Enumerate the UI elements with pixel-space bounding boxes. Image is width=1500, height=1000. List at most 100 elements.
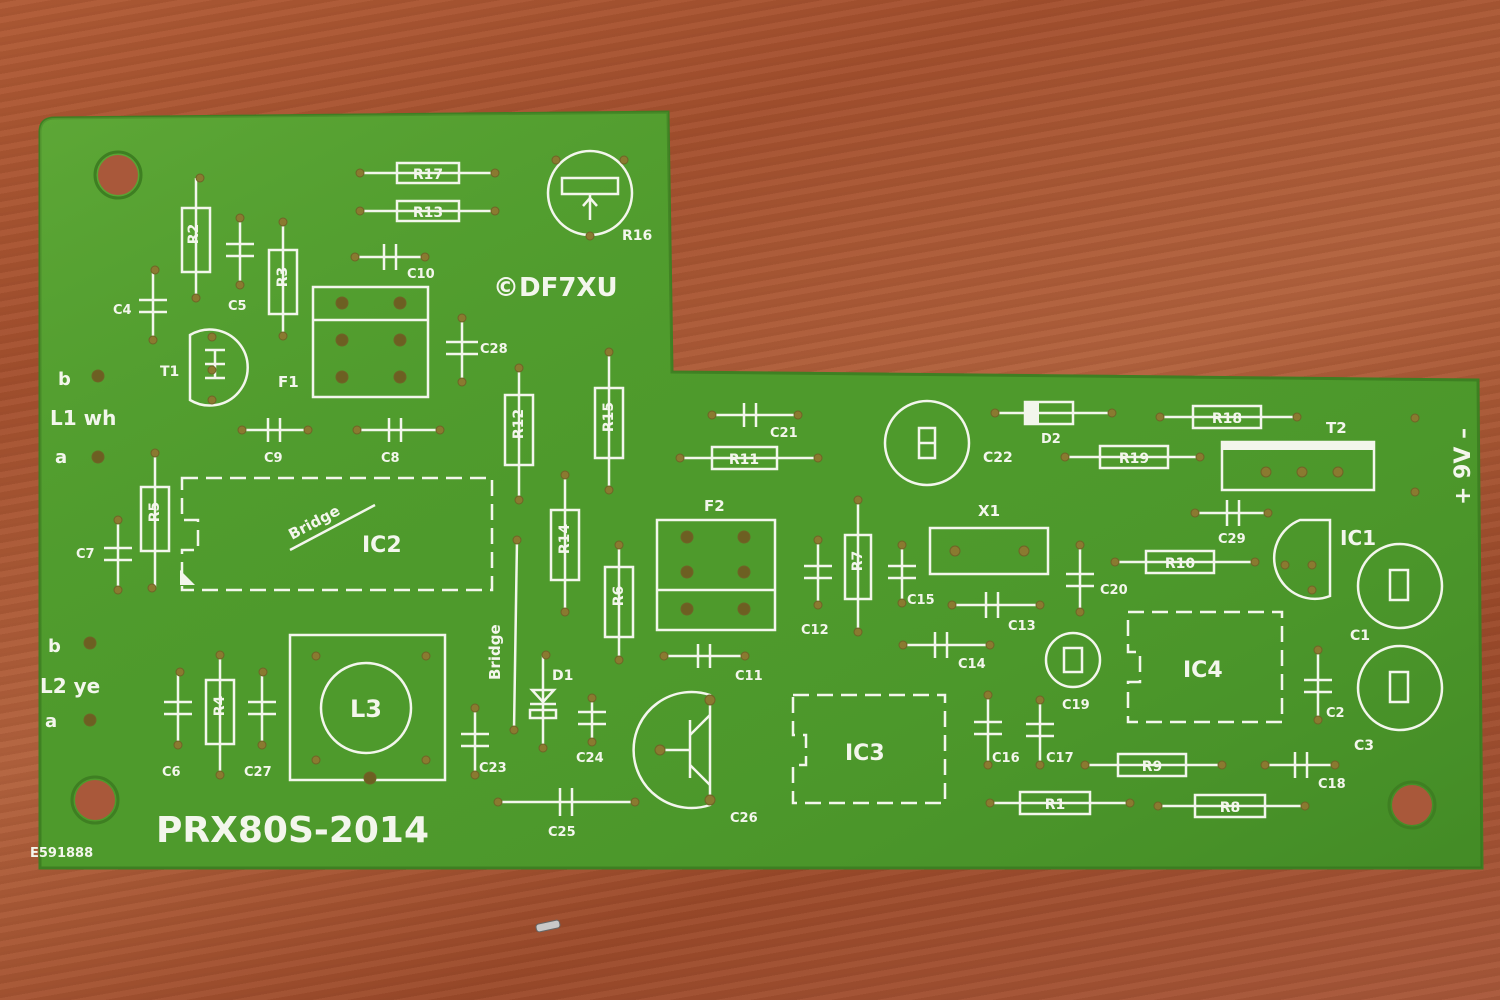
capacitor-c29: C29 xyxy=(1190,500,1273,547)
capacitor-c23: C23 xyxy=(461,703,507,780)
ic3-footprint: IC3 xyxy=(791,693,947,805)
resistor-r18: R18 xyxy=(1155,404,1302,430)
bridge-wire-2: Bridge xyxy=(486,535,522,735)
connector-l1: b L1 wh a xyxy=(50,369,116,468)
label-c9: C9 xyxy=(264,451,283,466)
label-l3: L3 xyxy=(350,695,382,723)
capacitor-c13: C13 xyxy=(947,592,1045,634)
capacitor-c22: C22 xyxy=(883,399,1013,487)
label-c29: C29 xyxy=(1218,532,1246,547)
resistor-r13: R13 xyxy=(355,199,500,223)
label-c4: C4 xyxy=(113,303,132,318)
label-r9: R9 xyxy=(1142,759,1163,775)
resistor-r3: R3 xyxy=(267,217,299,341)
label-r8: R8 xyxy=(1220,800,1241,816)
trimmer-r16: R16 xyxy=(546,149,652,244)
board-serial: E591888 xyxy=(30,846,93,861)
label-c24: C24 xyxy=(576,751,604,766)
capacitor-c19: C19 xyxy=(1044,631,1102,713)
capacitor-c16: C16 xyxy=(974,690,1020,770)
resistor-r12: R12 xyxy=(503,363,535,505)
label-c1: C1 xyxy=(1350,628,1370,644)
label-c8: C8 xyxy=(381,451,400,466)
capacitor-c15: C15 xyxy=(888,540,935,608)
capacitor-c20: C20 xyxy=(1066,540,1128,617)
mounting-hole-bottom-right xyxy=(1392,785,1432,825)
resistor-r5: R5 xyxy=(139,448,171,593)
label-r15: R15 xyxy=(601,402,617,432)
label-f1: F1 xyxy=(278,373,299,391)
label-r5: R5 xyxy=(147,502,163,523)
label-c21: C21 xyxy=(770,426,798,441)
capacitor-c4: C4 xyxy=(113,265,167,345)
capacitor-c12: C12 xyxy=(801,535,832,638)
label-f2: F2 xyxy=(704,497,725,515)
resistor-r15: R15 xyxy=(593,347,625,495)
metal-pin xyxy=(535,919,561,933)
transistor-t2: T2 xyxy=(1220,419,1376,492)
capacitor-c6: C6 xyxy=(162,667,192,780)
label-c12: C12 xyxy=(801,623,829,638)
filter-f2: F2 xyxy=(655,497,777,632)
filter-f1: F1 xyxy=(278,285,430,399)
resistor-r10: R10 xyxy=(1110,549,1260,575)
coil-l3: L3 xyxy=(288,633,447,785)
capacitor-c24: C24 xyxy=(576,693,606,766)
power-label: + 9V – xyxy=(1451,428,1476,505)
resistor-r1: R1 xyxy=(985,790,1135,816)
l2-a-label: a xyxy=(45,711,57,732)
capacitor-c3: C3 xyxy=(1354,644,1444,754)
label-c27: C27 xyxy=(244,765,272,780)
mounting-hole-bottom-left xyxy=(75,780,115,820)
label-c13: C13 xyxy=(1008,619,1036,634)
crystal-x1: X1 xyxy=(928,502,1050,576)
label-c14: C14 xyxy=(958,657,986,672)
label-d2: D2 xyxy=(1041,432,1061,447)
label-c25: C25 xyxy=(548,825,576,840)
label-r3: R3 xyxy=(275,267,291,288)
capacitor-c10: C10 xyxy=(350,244,435,282)
capacitor-c8: C8 xyxy=(352,418,445,466)
capacitor-c7: C7 xyxy=(76,515,132,595)
copyright-text: ©DF7XU xyxy=(493,273,618,303)
capacitor-c9: C9 xyxy=(237,418,313,466)
diode-d2: D2 xyxy=(990,400,1117,447)
label-r13: R13 xyxy=(413,205,443,221)
label-r17: R17 xyxy=(413,167,443,183)
label-c15: C15 xyxy=(907,593,935,608)
capacitor-c17: C17 xyxy=(1026,695,1074,770)
regulator-ic1: IC1 xyxy=(1272,518,1376,601)
label-r10: R10 xyxy=(1165,556,1196,572)
capacitor-c25: C25 xyxy=(493,788,640,840)
label-c23: C23 xyxy=(479,761,507,776)
diode-d1: D1 xyxy=(528,650,573,753)
label-t2: T2 xyxy=(1326,419,1347,437)
label-r1: R1 xyxy=(1045,797,1066,813)
label-x1: X1 xyxy=(978,502,1000,520)
label-c26: C26 xyxy=(730,811,758,826)
l1-a-label: a xyxy=(55,447,67,468)
resistor-r8: R8 xyxy=(1153,793,1310,819)
label-c10: C10 xyxy=(407,267,435,282)
l2-b-label: b xyxy=(48,636,61,657)
label-r7: R7 xyxy=(850,551,866,572)
transistor-t1: T1 xyxy=(160,328,249,407)
label-c3: C3 xyxy=(1354,738,1374,754)
capacitor-c2: C2 xyxy=(1304,645,1345,725)
resistor-r2: R2 xyxy=(180,173,212,303)
label-c19: C19 xyxy=(1062,698,1090,713)
label-r14: R14 xyxy=(557,524,573,555)
capacitor-c11: C11 xyxy=(659,644,763,684)
resistor-r19: R19 xyxy=(1060,444,1205,470)
label-r4: R4 xyxy=(212,695,228,716)
label-r11: R11 xyxy=(729,452,759,468)
label-c11: C11 xyxy=(735,669,763,684)
label-c5: C5 xyxy=(228,299,247,314)
label-r12: R12 xyxy=(511,409,527,439)
resistor-r6: R6 xyxy=(603,540,635,665)
capacitor-c5: C5 xyxy=(226,213,254,314)
connector-l2: b L2 ye a xyxy=(40,636,100,732)
label-c17: C17 xyxy=(1046,751,1074,766)
label-c28: C28 xyxy=(480,342,508,357)
